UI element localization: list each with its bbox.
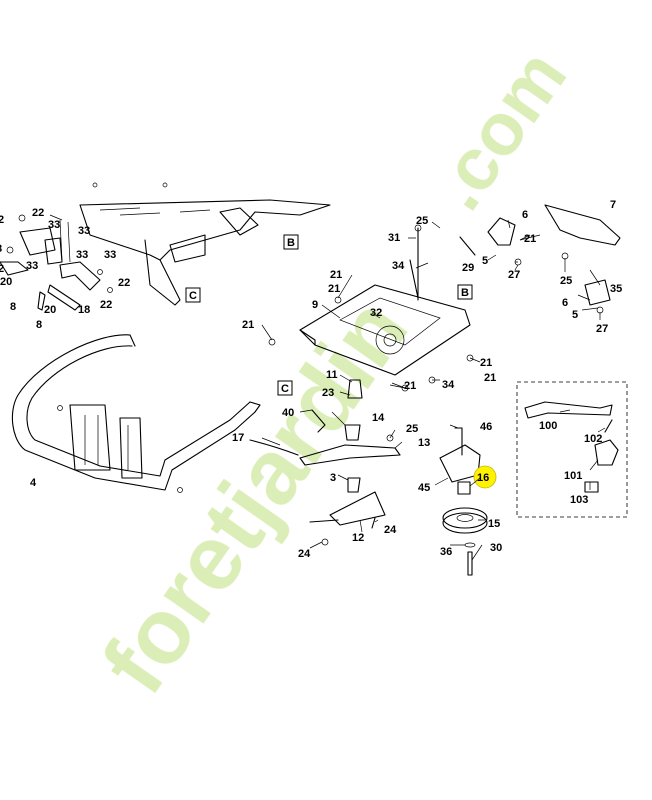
- front-bumper: [11, 334, 261, 493]
- part-label: 35: [610, 283, 622, 295]
- part-label: 25: [560, 275, 572, 287]
- inset-detail: [516, 381, 628, 518]
- part-label: 45: [418, 482, 430, 494]
- part-label: 21: [404, 380, 416, 392]
- part-label: 9: [312, 299, 318, 311]
- part-label: 33: [26, 260, 38, 272]
- part-label: 15: [488, 518, 500, 530]
- part-label: 11: [326, 369, 338, 381]
- part-label: 31: [388, 232, 400, 244]
- svg-text:C: C: [281, 383, 289, 395]
- part-label: 27: [508, 269, 520, 281]
- part-label: 21: [328, 283, 340, 295]
- watermark-domain: .com: [415, 35, 582, 224]
- part-labels: 22 2 33 33 8 2 33 33 33 20 8 22 22 20 18…: [0, 199, 622, 560]
- part-label: 6: [562, 297, 568, 309]
- highlight-circle: [473, 465, 497, 489]
- part-label: 30: [490, 542, 502, 554]
- part-label: 33: [48, 219, 60, 231]
- part-label: 27: [596, 323, 608, 335]
- part-label: 46: [480, 421, 492, 433]
- part-label: 4: [30, 477, 37, 489]
- part-label: 29: [462, 262, 474, 274]
- frame-upper-left: [0, 182, 331, 311]
- part-label: 25: [416, 215, 428, 227]
- part-label: 34: [392, 260, 405, 272]
- part-label: 103: [570, 494, 588, 506]
- part-label: 2: [0, 214, 4, 226]
- part-label: 3: [330, 472, 336, 484]
- part-label: 24: [384, 524, 397, 536]
- part-label: 14: [372, 412, 385, 424]
- part-label: 22: [100, 299, 112, 311]
- part-label: 21: [330, 269, 342, 281]
- part-label: 7: [610, 199, 616, 211]
- part-label: 21: [484, 372, 496, 384]
- part-label: 36: [440, 546, 452, 558]
- part-label: 17: [232, 432, 244, 444]
- part-label: 24: [298, 548, 311, 560]
- part-label: 102: [584, 433, 602, 445]
- part-label: 32: [370, 307, 382, 319]
- part-label: 8: [36, 319, 42, 331]
- center-plate: [268, 224, 476, 392]
- part-label: 20: [0, 276, 12, 288]
- part-label: 8: [10, 301, 16, 313]
- part-label: 5: [482, 255, 488, 267]
- part-label: 22: [118, 277, 130, 289]
- ref-box-c-2: C: [277, 380, 293, 396]
- part-label: 33: [76, 249, 88, 261]
- part-label: 40: [282, 407, 294, 419]
- part-label: 13: [418, 437, 430, 449]
- part-label: 100: [539, 420, 557, 432]
- part-label: 101: [564, 470, 582, 482]
- part-label-16: 16: [477, 472, 489, 484]
- svg-text:C: C: [189, 290, 197, 302]
- part-label: 6: [522, 209, 528, 221]
- part-label: 18: [78, 304, 90, 316]
- upper-right-brackets: [487, 204, 621, 314]
- part-label: 8: [0, 243, 2, 255]
- part-label: 33: [78, 225, 90, 237]
- part-label: 22: [32, 207, 44, 219]
- part-label: 21: [242, 319, 254, 331]
- part-label: 21: [524, 233, 536, 245]
- ref-box-b-1: B: [283, 234, 299, 250]
- part-label: 12: [352, 532, 364, 544]
- part-label: 21: [480, 357, 492, 369]
- part-label: 23: [322, 387, 334, 399]
- part-label: 5: [572, 309, 578, 321]
- leader-lines: [49, 214, 606, 561]
- svg-text:B: B: [461, 287, 469, 299]
- part-label: 20: [44, 304, 56, 316]
- part-label: 33: [104, 249, 116, 261]
- svg-text:B: B: [287, 237, 295, 249]
- ref-box-b-2: B: [457, 284, 473, 300]
- part-label: 2: [0, 263, 4, 275]
- part-label: 25: [406, 423, 418, 435]
- ref-box-c-1: C: [185, 287, 201, 303]
- part-label: 34: [442, 379, 455, 391]
